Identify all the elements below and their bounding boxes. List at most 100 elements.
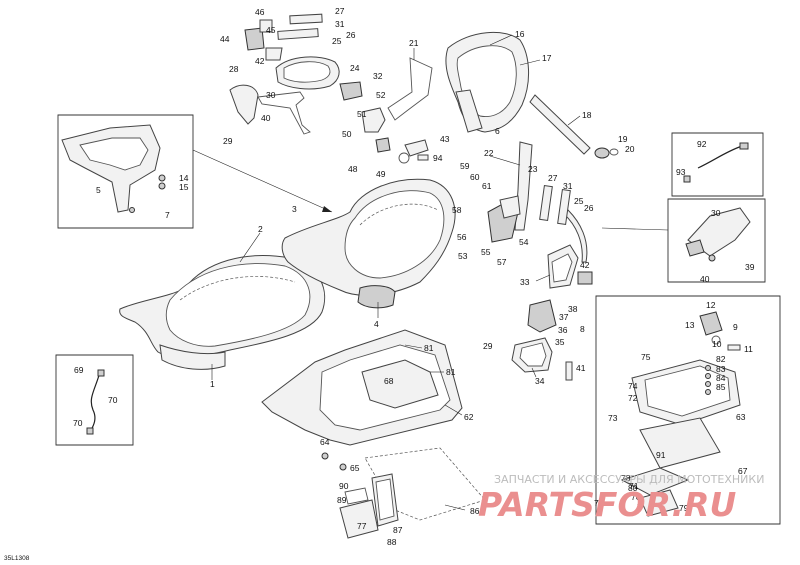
- callout-label: 10: [712, 339, 722, 349]
- bushing-49: [398, 152, 410, 164]
- callout-label: 52: [376, 90, 386, 100]
- callout-label: 24: [350, 63, 360, 73]
- backrest-assembly: [445, 31, 619, 159]
- callout-label: 25: [332, 36, 342, 46]
- latch-bracket-50: [361, 107, 386, 133]
- callout-label: 64: [320, 437, 330, 447]
- callout-label: 31: [563, 181, 573, 191]
- fastener-14: [158, 174, 166, 182]
- callout-label: 63: [736, 412, 746, 422]
- leader-2: [239, 232, 261, 263]
- inset-frame-bracket: [57, 114, 194, 229]
- backrest-washer: [609, 148, 619, 156]
- callout-label: 2: [258, 224, 263, 234]
- arrow-head-3: [322, 206, 332, 212]
- fuse-box: [339, 473, 399, 539]
- strip-27b: [539, 185, 553, 221]
- leader-16: [489, 34, 513, 46]
- callout-label: 29: [483, 341, 493, 351]
- frame-bracket-detail: [79, 137, 149, 171]
- strip-31: [277, 28, 319, 40]
- callout-label: 69: [74, 365, 84, 375]
- pad-45: [259, 19, 273, 33]
- driver-seat: [119, 255, 326, 370]
- callout-label: 75: [641, 352, 651, 362]
- callout-label: 50: [342, 129, 352, 139]
- callout-label: 86: [470, 506, 480, 516]
- leader-33: [535, 274, 551, 282]
- callout-label: 42: [255, 56, 265, 66]
- callout-label: 40: [261, 113, 271, 123]
- inset-frame-tray: [595, 295, 781, 525]
- callout-label: 73: [608, 413, 618, 423]
- fastener-85: [705, 389, 711, 395]
- pad-42b: [577, 271, 593, 285]
- harness-connector-93: [683, 175, 691, 183]
- callout-label: 35: [555, 337, 565, 347]
- callout-label: 38: [568, 304, 578, 314]
- callout-label: 56: [457, 232, 467, 242]
- fastener-82: [705, 365, 711, 371]
- fastener-83: [705, 373, 711, 379]
- callout-label: 55: [481, 247, 491, 257]
- callout-label: 32: [373, 71, 383, 81]
- callout-label: 94: [433, 153, 443, 163]
- callout-label: 28: [229, 64, 239, 74]
- wiring-inset: [86, 369, 105, 435]
- frame-bracket: [61, 124, 166, 213]
- callout-label: 45: [266, 25, 276, 35]
- washer-10: [711, 335, 721, 345]
- harness-inset: [683, 142, 749, 183]
- callout-label: 34: [535, 376, 545, 386]
- callout-label: 9: [733, 322, 738, 332]
- callout-label: 60: [470, 172, 480, 182]
- callout-label: 15: [179, 182, 189, 192]
- callout-label: 68: [384, 376, 394, 386]
- callout-label: 7: [165, 210, 170, 220]
- passenger-seat-cushion: [344, 190, 445, 279]
- callout-label: 74: [628, 381, 638, 391]
- callout-label: 90: [339, 481, 349, 491]
- callout-label: 65: [350, 463, 360, 473]
- callout-label: 20: [625, 144, 635, 154]
- inset-frame-wiring: [55, 354, 134, 446]
- inset-frames: [55, 114, 781, 525]
- bracket-parts: [229, 13, 533, 231]
- callout-label: 71: [629, 481, 639, 491]
- wire-69: [89, 371, 101, 433]
- heater-inset: [685, 207, 751, 262]
- callout-label: 27: [548, 173, 558, 183]
- inset-leader-heater: [601, 227, 669, 231]
- inset-leader-bracket: [192, 149, 333, 213]
- watermark: ЗАПЧАСТИ И АКСЕССУАРЫ ДЛЯ МОТОТЕХНИКИ PA…: [478, 473, 764, 524]
- callout-label: 37: [559, 312, 569, 322]
- pad-44: [244, 27, 265, 51]
- passenger-seat-seam: [359, 203, 439, 226]
- callout-label: 41: [576, 363, 586, 373]
- callout-label: 26: [584, 203, 594, 213]
- bolt-11: [727, 344, 741, 351]
- fastener-84: [705, 381, 711, 387]
- harness-wire: [697, 145, 743, 169]
- leader-62: [444, 404, 463, 416]
- strip-31b: [557, 189, 571, 225]
- leader-86: [444, 504, 466, 511]
- callout-label: 93: [676, 167, 686, 177]
- leader-18: [567, 115, 581, 126]
- callout-label: 1: [210, 379, 215, 389]
- passenger-seat: [281, 178, 456, 309]
- callout-labels: 1 2 3 4 5 6 7 7 8 9 10 11 12 13 14 15 16…: [73, 6, 755, 547]
- driver-seat-cushion: [165, 263, 311, 347]
- tray-lock-79: [639, 489, 679, 517]
- leader-34: [531, 367, 537, 378]
- tray-bracket-91: [639, 417, 721, 469]
- leader-22: [489, 155, 521, 166]
- callout-label: 19: [618, 134, 628, 144]
- callout-label: 42: [580, 260, 590, 270]
- connector-70a: [97, 369, 105, 377]
- fuse-cover-90: [344, 487, 369, 505]
- callout-label: 4: [374, 319, 379, 329]
- fastener-15: [158, 182, 166, 190]
- callout-label: 76: [631, 492, 641, 502]
